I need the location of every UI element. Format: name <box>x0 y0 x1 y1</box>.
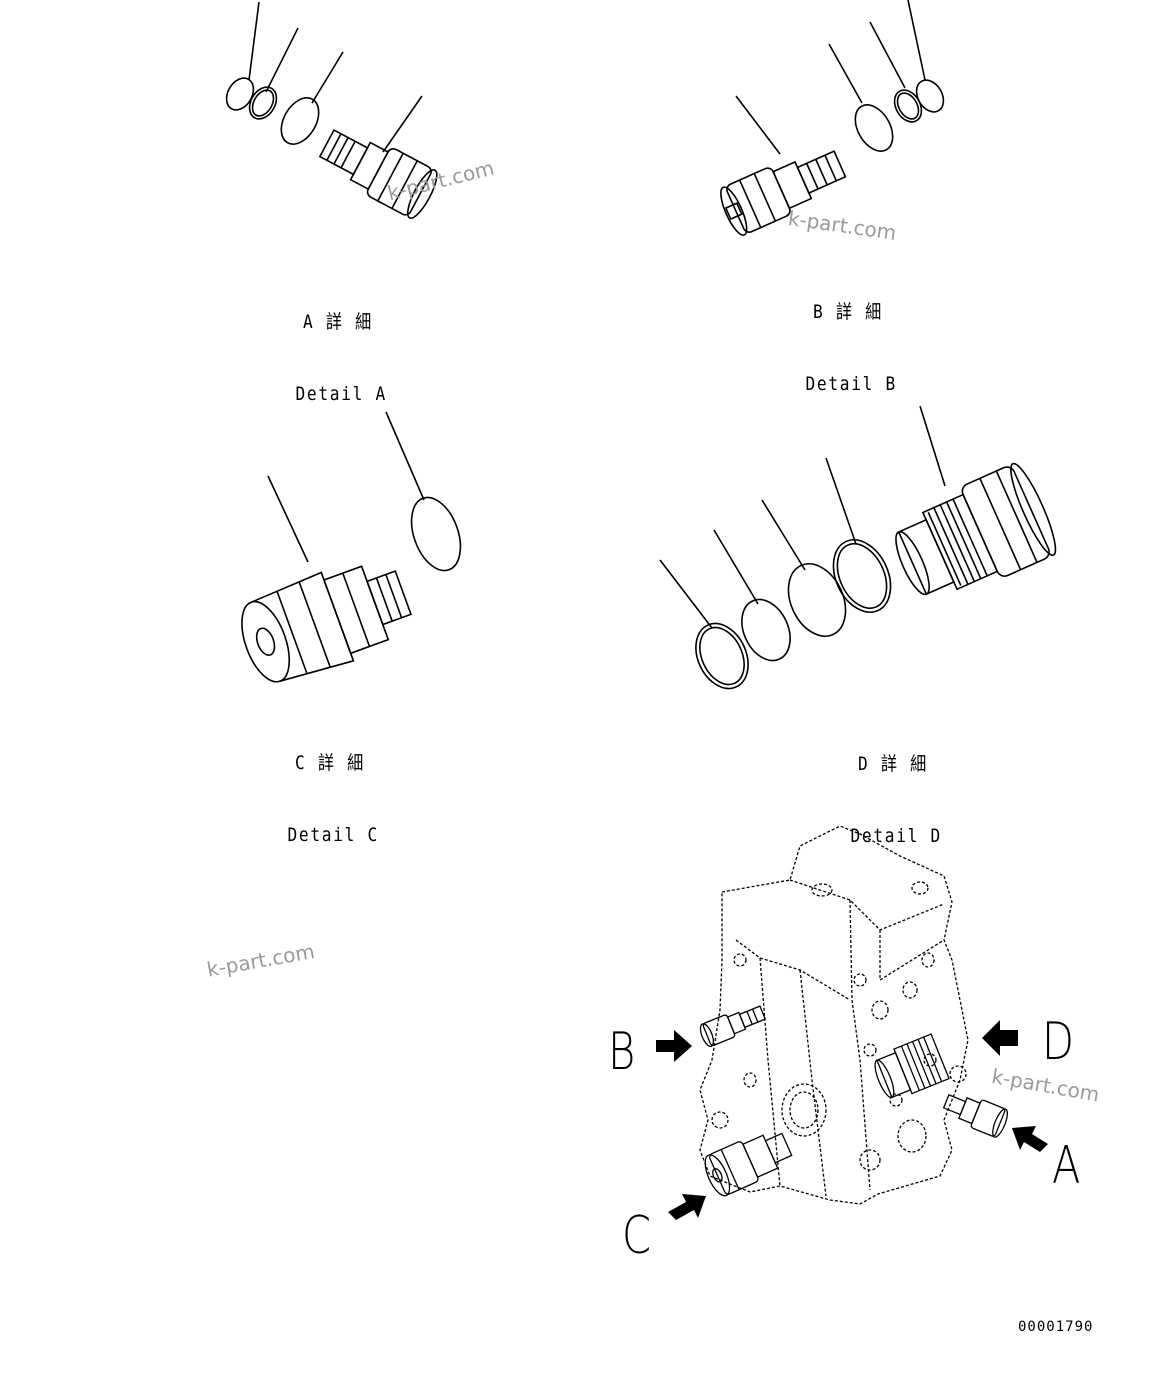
detail-d-label-en: Detail D <box>850 825 942 847</box>
callout-c: C <box>622 1206 652 1266</box>
detail-a-label-jp: A 詳 細 <box>303 311 373 333</box>
detail-c-drawing <box>241 411 462 683</box>
o-ring-c1 <box>410 496 462 572</box>
body-valve-b <box>699 1005 767 1048</box>
detail-c-label-en: Detail C <box>287 824 379 846</box>
detail-d-drawing <box>659 405 1057 690</box>
o-ring-d1 <box>695 622 749 690</box>
arrow-d <box>982 1020 1018 1056</box>
detail-d-label-jp: D 詳 細 <box>858 753 928 775</box>
o-ring-a3 <box>280 97 320 145</box>
detail-b-label-jp: B 詳 細 <box>813 301 883 323</box>
detail-a-label: A 詳 細 Detail A <box>295 262 387 430</box>
detail-d-label: D 詳 細 Detail D <box>850 704 942 872</box>
detail-a-drawing <box>225 1 438 219</box>
plug-d <box>895 462 1057 596</box>
backup-ring-b2 <box>893 89 923 123</box>
o-ring-b3 <box>915 79 945 113</box>
detail-c-label-jp: C 詳 細 <box>295 752 365 774</box>
arrow-c <box>668 1194 706 1220</box>
o-ring-b1 <box>854 104 894 152</box>
valve-a <box>318 128 438 219</box>
detail-b-label: B 詳 細 Detail B <box>805 252 897 420</box>
detail-b-label-en: Detail B <box>805 373 897 395</box>
o-ring-d2 <box>741 598 791 662</box>
callout-a: A <box>1052 1136 1081 1196</box>
callout-d: D <box>1042 1012 1075 1072</box>
body-valve-a <box>942 1093 1008 1138</box>
arrow-b <box>656 1030 692 1062</box>
valve-b <box>720 150 847 236</box>
main-valve-assembly <box>699 825 1008 1205</box>
body-valve-c <box>704 1132 793 1197</box>
o-ring-d4 <box>832 539 892 613</box>
detail-b-drawing <box>720 0 945 236</box>
detail-c-label: C 詳 細 Detail C <box>287 703 379 871</box>
body-plug-d <box>874 1033 950 1099</box>
arrow-a <box>1012 1126 1048 1152</box>
drawing-number: 00001790 <box>1018 1319 1094 1335</box>
o-ring-d3 <box>787 563 847 637</box>
backup-ring-a2 <box>248 86 278 120</box>
detail-a-label-en: Detail A <box>295 383 387 405</box>
valve-c <box>241 565 413 683</box>
callout-b: B <box>608 1022 636 1082</box>
